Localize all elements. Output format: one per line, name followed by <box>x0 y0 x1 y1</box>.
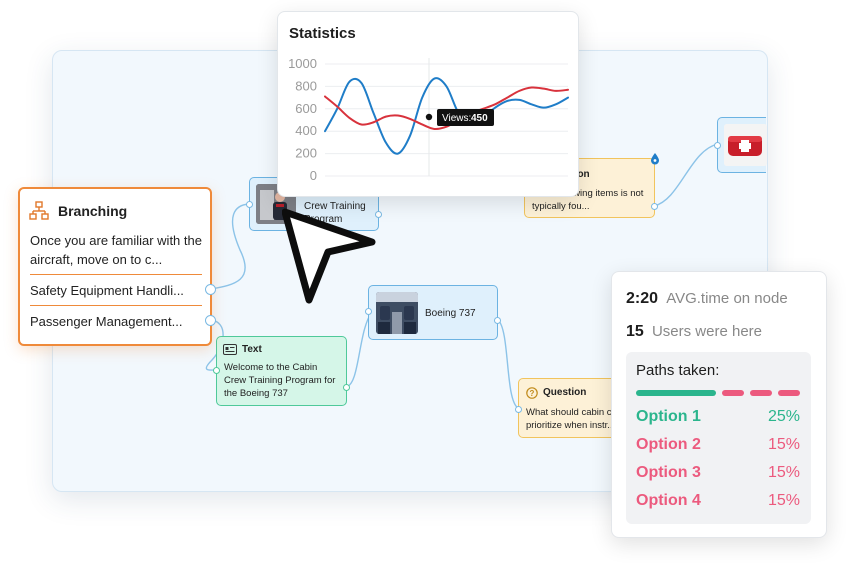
tooltip-label: Views: <box>442 113 471 124</box>
paths-stats-card: 2:20 AVG.time on node 15 Users were here… <box>611 271 827 538</box>
y-tick-label: 200 <box>295 146 317 161</box>
y-tick-label: 800 <box>295 78 317 93</box>
image-in-port[interactable] <box>714 142 721 149</box>
text-node-body: Welcome to the Cabin Crew Training Progr… <box>224 362 336 399</box>
branching-divider <box>30 305 202 306</box>
users-count: 15 <box>626 323 644 340</box>
branching-card[interactable]: Branching Once you are familiar with the… <box>18 187 212 346</box>
path-option-pct: 15% <box>767 436 800 453</box>
boeing-in-port[interactable] <box>365 308 372 315</box>
question-top-out-port[interactable] <box>651 203 658 210</box>
question-bottom-title: Question <box>543 387 587 398</box>
crew-in-port[interactable] <box>246 201 253 208</box>
path-option-label: Option 2 <box>636 436 701 453</box>
branching-text: Once you are familiar with the aircraft,… <box>30 233 202 267</box>
path-option-pct: 25% <box>767 408 800 425</box>
path-bar-option-2 <box>722 390 744 396</box>
path-bar-option-3 <box>750 390 772 396</box>
path-option-label: Option 1 <box>636 408 701 425</box>
cabin-photo <box>376 292 418 334</box>
node-text[interactable]: Text Welcome to the Cabin Crew Training … <box>213 336 350 406</box>
series-line-blue <box>324 77 569 155</box>
path-option-4: Option 4 15% <box>636 492 800 510</box>
question-icon: ? <box>526 386 538 399</box>
drop-marker-icon <box>651 153 659 165</box>
node-image-first-aid[interactable] <box>714 117 767 173</box>
path-option-pct: 15% <box>767 492 800 509</box>
path-bar-option-4 <box>778 390 800 396</box>
text-node-title: Text <box>242 344 262 355</box>
branching-title: Branching <box>58 202 128 219</box>
branch-option-1[interactable]: Safety Equipment Handli... <box>30 283 184 298</box>
text-in-port[interactable] <box>213 367 220 374</box>
y-tick-label: 400 <box>295 123 317 138</box>
path-option-2: Option 2 15% <box>636 436 800 454</box>
path-option-1: Option 1 25% <box>636 408 800 426</box>
series-line-red <box>324 86 569 131</box>
y-tick-label: 0 <box>310 168 317 183</box>
tooltip-box <box>437 109 494 126</box>
paths-panel: Paths taken: Option 1 25% Option 2 15% O… <box>626 352 811 524</box>
cursor-arrow-icon <box>282 208 376 304</box>
statistics-title: Statistics <box>289 25 356 42</box>
path-option-label: Option 3 <box>636 464 701 481</box>
svg-text:?: ? <box>530 389 535 398</box>
branch-option-2[interactable]: Passenger Management... <box>30 314 183 329</box>
question-bottom-in-port[interactable] <box>515 406 522 413</box>
path-option-3: Option 3 15% <box>636 464 800 482</box>
path-bar-option-1 <box>636 390 716 396</box>
first-aid-kit-photo <box>724 124 767 166</box>
y-tick-label: 1000 <box>288 56 317 71</box>
question-bottom-body: What should cabin c... prioritize when i… <box>526 407 620 431</box>
path-option-pct: 15% <box>767 464 800 481</box>
node-question-bottom[interactable]: ? Question What should cabin c... priori… <box>515 378 628 438</box>
boeing-out-port[interactable] <box>494 317 501 324</box>
branching-icon <box>29 201 49 220</box>
y-tick-label: 600 <box>295 101 317 116</box>
users-label: Users were here <box>651 323 763 340</box>
question-top-body: ...the following items is not typically … <box>532 188 644 212</box>
tooltip-value: 450 <box>471 113 488 124</box>
paths-title: Paths taken: <box>636 362 720 379</box>
crew-out-port[interactable] <box>375 211 382 218</box>
branch-option-1-port[interactable] <box>205 284 216 295</box>
avg-time-value: 2:20 <box>626 290 659 307</box>
boeing-label: Boeing 737 <box>425 308 476 319</box>
branching-divider <box>30 274 202 275</box>
path-option-label: Option 4 <box>636 492 701 509</box>
crew-training-label: Crew Training Program <box>304 201 366 225</box>
hover-point <box>425 113 433 121</box>
text-icon <box>223 344 237 355</box>
branch-option-2-port[interactable] <box>205 315 216 326</box>
node-boeing-737[interactable]: Boeing 737 <box>365 285 501 340</box>
avg-time-label: AVG.time on node <box>666 290 788 307</box>
text-out-port[interactable] <box>343 384 350 391</box>
